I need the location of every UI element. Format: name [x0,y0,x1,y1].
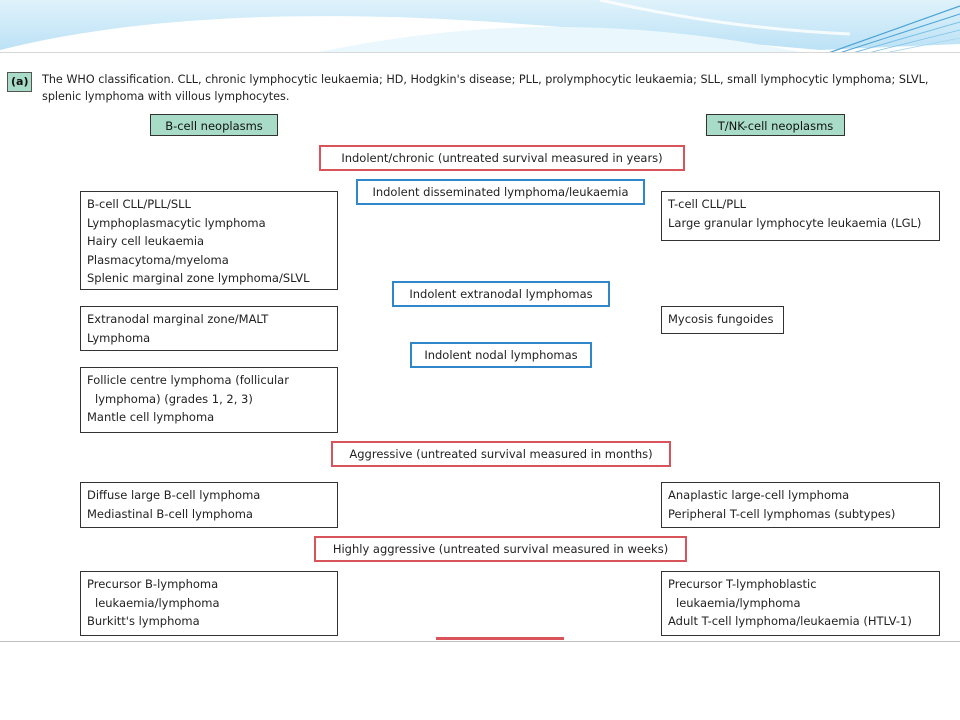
b-cell-highly-aggressive-item: Burkitt's lymphoma [87,612,331,631]
category-indolent-disseminated: Indolent disseminated lymphoma/leukaemia [356,179,645,205]
t-cell-disseminated-item: Large granular lymphocyte leukaemia (LGL… [668,214,933,233]
b-cell-extranodal-item: Lymphoma [87,329,331,348]
category-indolent-chronic: Indolent/chronic (untreated survival mea… [319,145,685,171]
b-cell-disseminated-item: Lymphoplasmacytic lymphoma [87,214,331,233]
t-cell-highly-aggressive-box: Precursor T-lymphoblastic leukaemia/lymp… [661,571,940,636]
category-highly-aggressive: Highly aggressive (untreated survival me… [314,536,687,562]
b-cell-nodal-item: Follicle centre lymphoma (follicular [87,371,331,390]
b-cell-aggressive-item: Mediastinal B-cell lymphoma [87,505,331,524]
slide-banner-decoration [0,0,960,56]
t-cell-extranodal-item: Mycosis fungoides [668,310,777,329]
b-cell-disseminated-item: B-cell CLL/PLL/SLL [87,195,331,214]
b-cell-nodal-box: Follicle centre lymphoma (follicular lym… [80,367,338,433]
b-cell-nodal-item: lymphoma) (grades 1, 2, 3) [87,390,331,409]
t-cell-aggressive-box: Anaplastic large-cell lymphoma Periphera… [661,482,940,528]
b-cell-extranodal-box: Extranodal marginal zone/MALT Lymphoma [80,306,338,351]
t-cell-disseminated-box: T-cell CLL/PLL Large granular lymphocyte… [661,191,940,241]
b-cell-disseminated-item: Hairy cell leukaemia [87,232,331,251]
b-cell-highly-aggressive-item: leukaemia/lymphoma [87,594,331,613]
b-cell-disseminated-box: B-cell CLL/PLL/SLL Lymphoplasmacytic lym… [80,191,338,290]
figure-caption: The WHO classification. CLL, chronic lym… [42,71,947,105]
t-cell-extranodal-box: Mycosis fungoides [661,306,784,334]
t-cell-highly-aggressive-item: leukaemia/lymphoma [668,594,933,613]
cropped-category-box-edge [436,637,564,640]
t-cell-highly-aggressive-item: Precursor T-lymphoblastic [668,575,933,594]
b-cell-disseminated-item: Splenic marginal zone lymphoma/SLVL [87,269,331,288]
t-cell-aggressive-item: Peripheral T-cell lymphomas (subtypes) [668,505,933,524]
category-indolent-extranodal: Indolent extranodal lymphomas [392,281,610,307]
t-cell-aggressive-item: Anaplastic large-cell lymphoma [668,486,933,505]
t-cell-disseminated-item: T-cell CLL/PLL [668,195,933,214]
figure-label: (a) [7,72,32,92]
t-cell-header: T/NK-cell neoplasms [706,114,845,136]
category-aggressive: Aggressive (untreated survival measured … [331,441,671,467]
t-cell-highly-aggressive-item: Adult T-cell lymphoma/leukaemia (HTLV-1) [668,612,933,631]
b-cell-aggressive-item: Diffuse large B-cell lymphoma [87,486,331,505]
b-cell-extranodal-item: Extranodal marginal zone/MALT [87,310,331,329]
category-indolent-nodal: Indolent nodal lymphomas [410,342,592,368]
b-cell-highly-aggressive-box: Precursor B-lymphoma leukaemia/lymphoma … [80,571,338,636]
b-cell-disseminated-item: Plasmacytoma/myeloma [87,251,331,270]
b-cell-nodal-item: Mantle cell lymphoma [87,408,331,427]
b-cell-highly-aggressive-item: Precursor B-lymphoma [87,575,331,594]
b-cell-header: B-cell neoplasms [150,114,278,136]
b-cell-aggressive-box: Diffuse large B-cell lymphoma Mediastina… [80,482,338,528]
